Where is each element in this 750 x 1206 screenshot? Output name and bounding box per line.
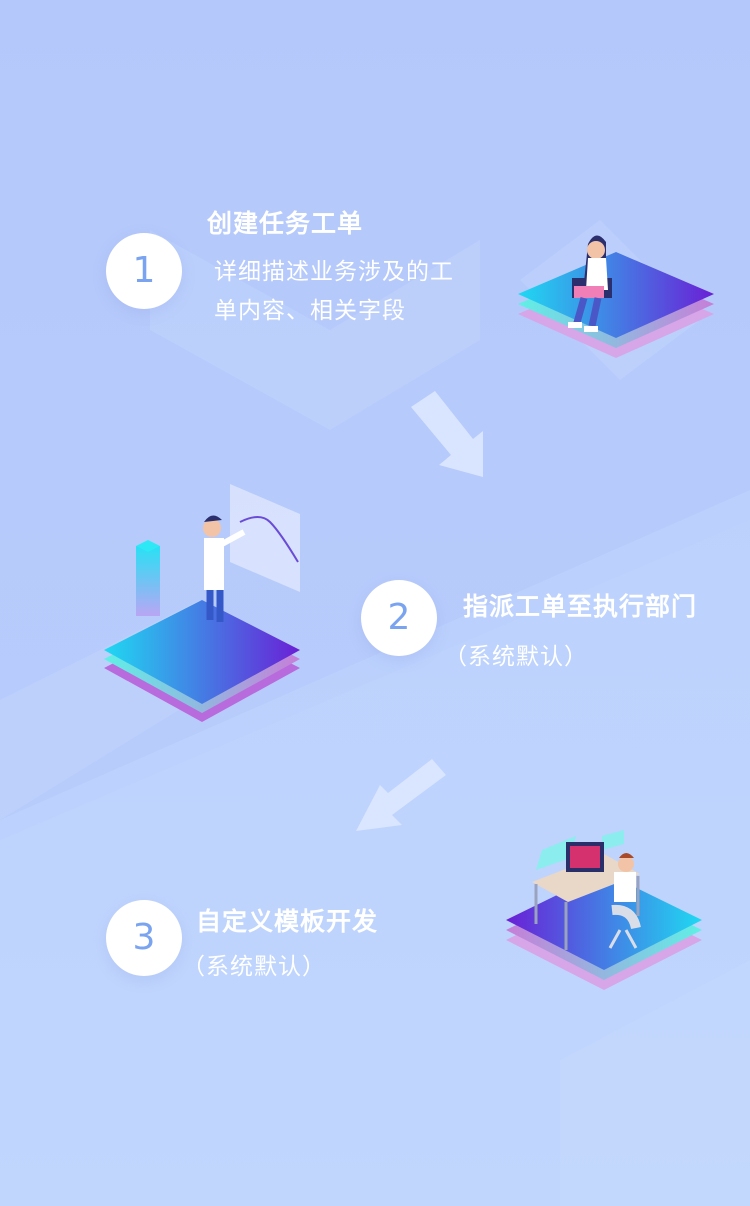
step-description-line: （系统默认） xyxy=(182,954,326,980)
developer-desk-illustration xyxy=(506,830,702,990)
step-title: 创建任务工单 xyxy=(207,209,364,238)
step-title: 自定义模板开发 xyxy=(196,907,379,936)
step-description-line: 详细描述业务涉及的工 xyxy=(214,259,454,285)
arrow-down-right-icon xyxy=(411,391,483,477)
man-whiteboard-illustration xyxy=(104,484,300,722)
step-number-badge: 2 xyxy=(361,580,437,656)
step-description-line: （系统默认） xyxy=(444,644,588,670)
arrow-down-left-icon xyxy=(356,759,446,831)
woman-laptop-illustration xyxy=(518,235,714,358)
step-number-badge: 3 xyxy=(106,900,182,976)
step-description-line: 单内容、相关字段 xyxy=(214,298,406,324)
step-number-badge: 1 xyxy=(106,233,182,309)
step-title: 指派工单至执行部门 xyxy=(463,592,698,621)
